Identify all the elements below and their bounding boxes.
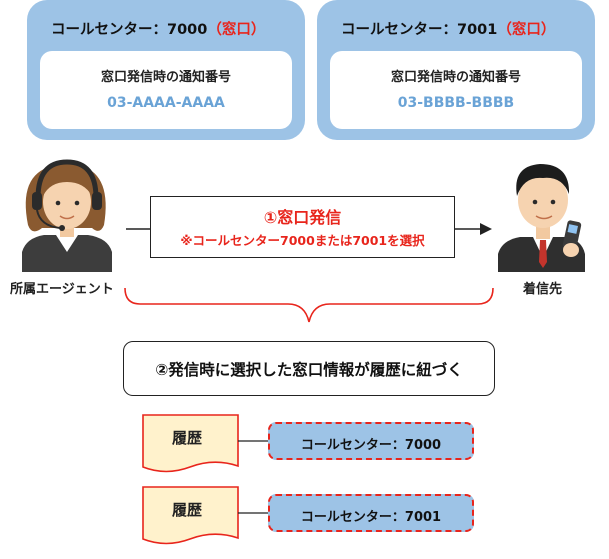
notify-number-value: 03-BBBB-BBBB bbox=[397, 95, 515, 111]
callee-phone-icon bbox=[498, 164, 585, 272]
call-center-panel-7000: コールセンター：7000（窓口） 窓口発信時の通知番号 03-AAAA-AAAA bbox=[27, 0, 305, 140]
history-doc-icon bbox=[142, 414, 239, 473]
panel-title: コールセンター：7000（窓口） bbox=[51, 18, 265, 39]
history-entry-value: コールセンター：7001 bbox=[300, 510, 442, 525]
history-link-text: ②発信時に選択した窓口情報が履歴に紐づく bbox=[155, 361, 463, 379]
call-center-panel-7001: コールセンター：7001（窓口） 窓口発信時の通知番号 03-BBBB-BBBB bbox=[317, 0, 595, 140]
history-doc-icon bbox=[142, 486, 239, 545]
panel-title-window-tag: （窓口） bbox=[497, 22, 556, 38]
outbound-call-title: ①窓口発信 bbox=[263, 208, 342, 227]
history-entry-7001: コールセンター：7001 bbox=[268, 494, 474, 532]
notify-number-card: 窓口発信時の通知番号 03-AAAA-AAAA bbox=[40, 51, 292, 129]
notify-number-label: 窓口発信時の通知番号 bbox=[100, 70, 231, 85]
outbound-call-note: ※コールセンター7000または7001を選択 bbox=[180, 233, 425, 248]
history-doc-label: 履歴 bbox=[172, 429, 203, 447]
arrow-head-icon bbox=[480, 223, 492, 235]
notify-number-value: 03-AAAA-AAAA bbox=[107, 95, 225, 111]
agent-label: 所属エージェント bbox=[10, 282, 114, 297]
panel-title: コールセンター：7001（窓口） bbox=[341, 18, 555, 39]
notify-number-label: 窓口発信時の通知番号 bbox=[390, 70, 521, 85]
notify-number-card: 窓口発信時の通知番号 03-BBBB-BBBB bbox=[330, 51, 582, 129]
agent-headset-icon bbox=[22, 159, 112, 272]
panel-title-window-tag: （窓口） bbox=[207, 22, 266, 38]
panel-title-text: コールセンター：7001 bbox=[341, 22, 498, 38]
panel-title-text: コールセンター：7000 bbox=[51, 22, 208, 38]
history-entry-value: コールセンター：7000 bbox=[300, 438, 442, 453]
outbound-call-box: ①窓口発信 ※コールセンター7000または7001を選択 bbox=[150, 196, 455, 258]
brace-icon bbox=[124, 287, 494, 323]
history-doc-label: 履歴 bbox=[172, 501, 203, 519]
history-link-box: ②発信時に選択した窓口情報が履歴に紐づく bbox=[123, 341, 495, 396]
history-entry-7000: コールセンター：7000 bbox=[268, 422, 474, 460]
callee-label: 着信先 bbox=[523, 282, 563, 297]
